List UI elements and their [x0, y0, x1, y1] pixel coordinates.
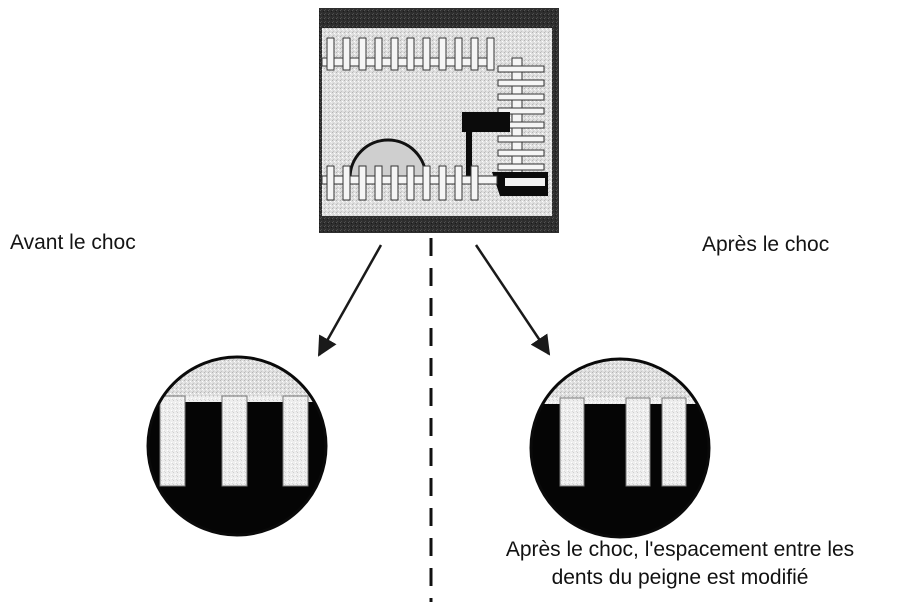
die-bottom-comb	[321, 165, 498, 201]
caption: Après le choc, l'espacement entre les de…	[440, 536, 910, 592]
die-top-comb	[321, 37, 495, 71]
zoom-circle-after	[529, 357, 711, 539]
label-after: Après le choc	[702, 233, 830, 256]
label-before: Avant le choc	[10, 231, 136, 254]
arrow-left	[317, 244, 383, 357]
die-right-comb	[497, 57, 545, 177]
die-slot	[462, 112, 510, 132]
caption-line-2: dents du peigne est modifié	[551, 566, 809, 589]
mems-die	[319, 8, 559, 233]
zoom-circle-before	[146, 355, 328, 537]
arrow-right	[474, 244, 551, 356]
caption-line-1: Après le choc, l'espacement entre les	[505, 538, 855, 561]
